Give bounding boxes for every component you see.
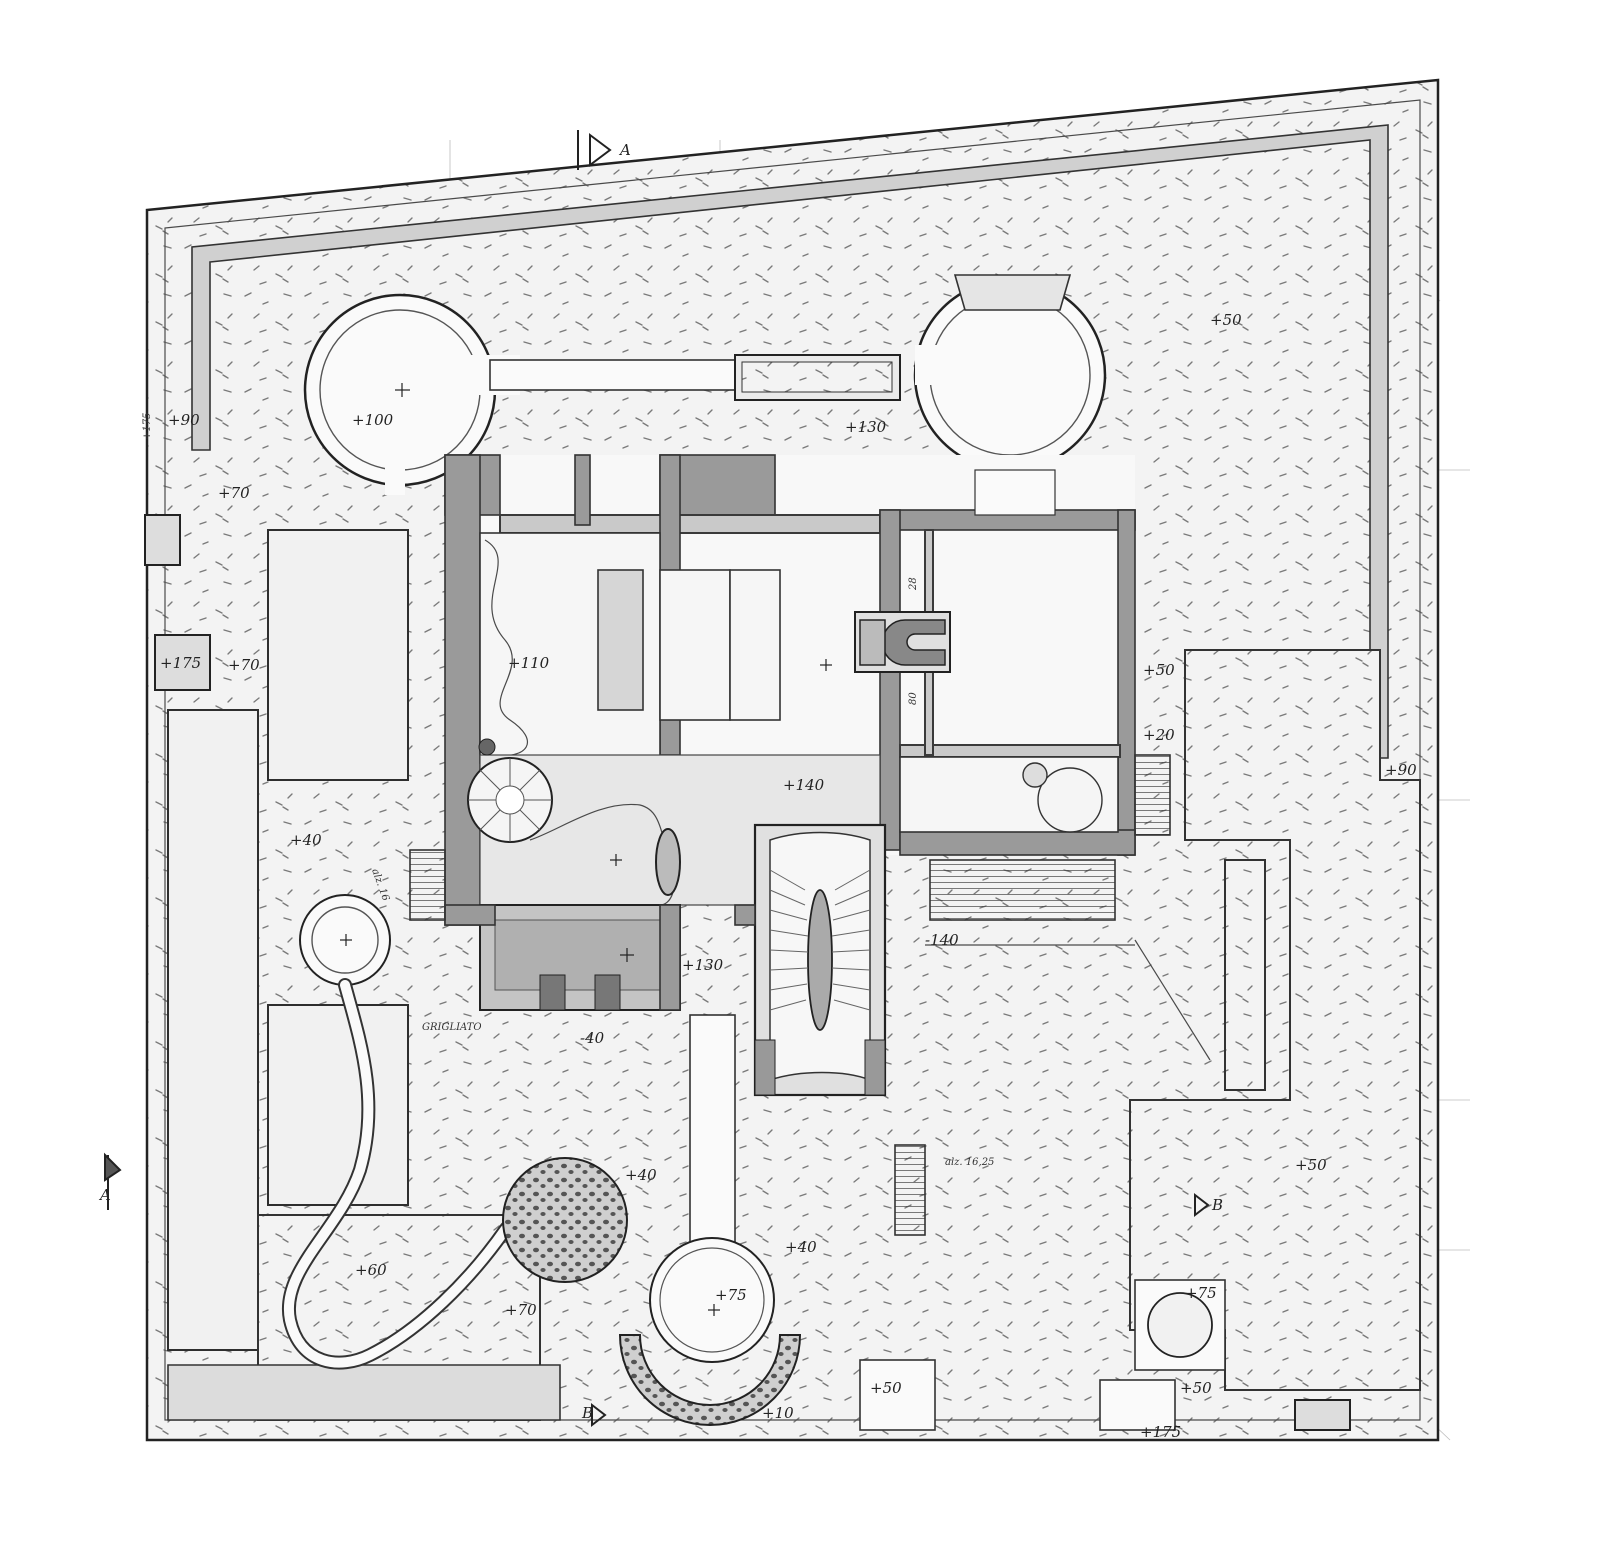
level-fountain-75: +75 xyxy=(715,1286,747,1304)
oval-column xyxy=(655,828,681,896)
level-top-right: +50 xyxy=(1210,311,1242,329)
level-basement: -140 xyxy=(925,931,959,949)
level-labels: +50 +90 +175 +100 +130 +70 +175 +70 +110… xyxy=(142,311,1417,1441)
court-diagonal xyxy=(925,939,1211,1061)
level-sw-70: +70 xyxy=(505,1301,537,1319)
level-left-90: +90 xyxy=(168,411,200,429)
level-hall: +140 xyxy=(783,776,825,794)
section-marker-top: A xyxy=(577,130,631,170)
level-west-40: +40 xyxy=(290,831,322,849)
level-bottom-175: +175 xyxy=(1140,1423,1181,1441)
level-left-175: +175 xyxy=(142,413,153,440)
north-connector xyxy=(489,359,741,391)
level-right-90: +90 xyxy=(1385,761,1417,779)
east-fountain xyxy=(1134,1279,1226,1371)
level-garden-40: +40 xyxy=(625,1166,657,1184)
spiral-stair-treads xyxy=(468,758,552,842)
level-tower-left: +100 xyxy=(352,411,394,429)
level-west-175-box: +175 xyxy=(160,654,201,672)
central-bench-3 xyxy=(729,569,781,721)
boundary-wall-inner xyxy=(164,99,1421,1421)
south-fountain xyxy=(618,1237,802,1426)
level-south-10: +10 xyxy=(762,1404,794,1422)
level-east-50: +50 xyxy=(1143,661,1175,679)
south-step xyxy=(859,1359,936,1431)
section-marker-left-label: A xyxy=(98,1186,111,1204)
wc xyxy=(1022,762,1048,788)
south-east-planter-box xyxy=(1294,1399,1351,1431)
level-west-70-b: +70 xyxy=(228,656,260,674)
section-marker-right-label: B xyxy=(1211,1196,1223,1214)
note-grigliato: GRIGLIATO xyxy=(422,1022,482,1033)
level-living: +110 xyxy=(508,654,550,672)
level-sw-60: +60 xyxy=(355,1261,387,1279)
north-stair xyxy=(974,469,1056,516)
east-planter xyxy=(1224,859,1266,1091)
level-se-50-b: +50 xyxy=(1180,1379,1212,1397)
section-marker-bottom-label: B xyxy=(581,1404,593,1422)
west-stair xyxy=(409,849,446,921)
level-south-50: +50 xyxy=(870,1379,902,1397)
section-marker-top-label: A xyxy=(618,141,631,159)
west-terrace xyxy=(267,529,409,781)
section-marker-bottom: B xyxy=(581,1402,607,1428)
south-loggia xyxy=(444,904,756,1011)
curved-partition xyxy=(484,539,529,757)
note-dim-b: 80 xyxy=(908,692,919,705)
parapet-north xyxy=(191,124,1389,759)
basement-stair xyxy=(929,859,1116,921)
section-marker-right: B xyxy=(1194,1192,1223,1218)
section-marker-left: A xyxy=(98,1152,122,1210)
east-stair xyxy=(1134,754,1171,836)
level-se-75: +75 xyxy=(1185,1284,1217,1302)
level-markers xyxy=(340,383,832,1316)
level-court-40: +40 xyxy=(785,1238,817,1256)
level-grid-40: -40 xyxy=(580,1029,605,1047)
west-bed xyxy=(267,1004,409,1206)
south-east-step xyxy=(1099,1379,1176,1431)
central-bench-2 xyxy=(659,569,731,721)
level-east-20: +20 xyxy=(1143,726,1175,744)
pebble-bed xyxy=(502,1157,628,1283)
west-planter-box xyxy=(144,514,181,566)
south-walkway xyxy=(689,1014,736,1281)
note-dim-a: 28 xyxy=(908,577,919,591)
north-planter-inner xyxy=(741,361,893,393)
service-circle xyxy=(1037,767,1103,833)
note-alz-right: alz. 16,25 xyxy=(945,1157,994,1168)
level-north: +130 xyxy=(845,418,887,436)
central-bench-1 xyxy=(597,569,644,711)
level-se-50: +50 xyxy=(1295,1156,1327,1174)
south-strip xyxy=(167,1364,561,1421)
west-lawn xyxy=(167,709,259,1351)
north-east-tower xyxy=(913,274,1107,472)
main-staircase xyxy=(753,823,887,1097)
south-stair xyxy=(894,1144,926,1236)
level-west-70-a: +70 xyxy=(218,484,250,502)
level-terrace-130: +130 xyxy=(682,956,724,974)
fireplace xyxy=(854,611,951,673)
column xyxy=(478,738,496,756)
west-planter-box-2 xyxy=(154,634,211,691)
